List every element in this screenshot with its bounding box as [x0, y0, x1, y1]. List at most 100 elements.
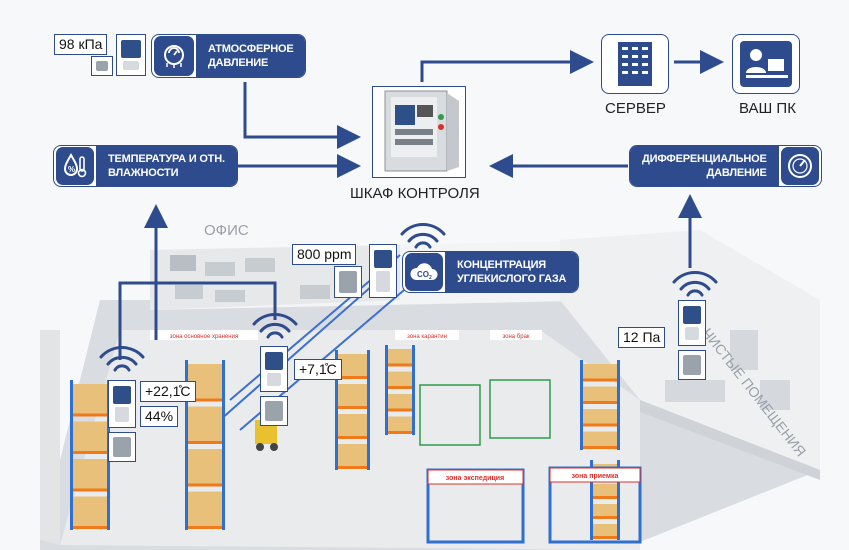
rack-beam	[185, 398, 225, 402]
temperature-text-2: ВЛАЖНОСТИ	[108, 167, 179, 179]
rack-box	[188, 491, 222, 526]
pressure-value: 98 кПа	[54, 34, 108, 55]
zone-storage-label: зона основное хранения	[170, 334, 238, 340]
rack-beam	[590, 516, 620, 519]
co2-device	[369, 244, 397, 298]
zone-expedition-label: зона экспедиция	[446, 475, 504, 482]
co2-symbol-text: CO	[417, 270, 429, 279]
co2-value: 800 ppm	[292, 244, 357, 265]
server-caption: СЕРВЕР	[605, 100, 666, 117]
rack-box	[338, 444, 367, 466]
storage-racks	[70, 345, 620, 540]
diff-pressure-text-1: ДИФФЕРЕНЦИАЛЬНОЕ	[642, 153, 767, 165]
rack-box	[338, 384, 367, 406]
co2-sensor-small	[334, 266, 362, 298]
rack-beam	[70, 413, 110, 417]
rack-beam	[335, 466, 370, 469]
temperature-text-1: ТЕМПЕРАТУРА И ОТН.	[108, 153, 225, 165]
cabinet-caption: ШКАФ КОНТРОЛЯ	[350, 185, 480, 202]
rack-post	[580, 360, 583, 450]
rack-box	[388, 371, 412, 386]
co2-subscript-text: 2	[429, 275, 432, 281]
rack-box	[188, 406, 222, 441]
rack-post	[335, 350, 338, 470]
control-cabinet	[372, 86, 466, 178]
atm-pressure-text-1: АТМОСФЕРНОЕ	[208, 43, 294, 55]
rack	[385, 345, 415, 435]
rack-beam	[185, 526, 225, 529]
co2-text-1: КОНЦЕНТРАЦИЯ	[457, 259, 547, 271]
rack-post	[617, 460, 620, 540]
pc-box	[732, 34, 800, 94]
zone-reject-label: зона брак	[502, 334, 529, 340]
atm-pressure-label: АТМОСФЕРНОЕ ДАВЛЕНИЕ	[151, 34, 307, 78]
rack-post	[185, 360, 188, 530]
sensor1-device	[108, 380, 136, 428]
pressure-sensor-small	[91, 56, 113, 76]
pc-caption: ВАШ ПК	[739, 100, 796, 117]
rack-beam	[70, 526, 110, 529]
rack-box	[188, 449, 222, 484]
rack-box	[73, 459, 107, 489]
temp2-value: +7,1̊С	[294, 359, 342, 380]
rack-post	[385, 345, 388, 435]
barometer-icon	[154, 36, 194, 76]
rack-box	[583, 386, 617, 401]
temp1-value: +22,1̊С	[140, 381, 196, 402]
temperature-humidity-icon: %	[56, 147, 94, 185]
zone-quarantine-label: зона карантин	[407, 334, 447, 340]
rack	[185, 360, 225, 530]
rack-box	[583, 409, 617, 424]
rack-box	[388, 349, 412, 364]
rack-beam	[580, 423, 620, 427]
rack-box	[388, 416, 412, 431]
rack	[335, 350, 370, 470]
rack-beam	[385, 363, 415, 367]
rack-beam	[335, 406, 370, 409]
office-caption: ОФИС	[204, 222, 249, 239]
sensor2-small	[260, 396, 288, 426]
rack-beam	[580, 446, 620, 449]
rack-box	[583, 364, 617, 379]
rack-post	[412, 345, 415, 435]
rack-beam	[185, 483, 225, 487]
rack-beam	[70, 488, 110, 492]
diff-pressure-text-2: ДАВЛЕНИЕ	[706, 167, 767, 179]
rack-post	[590, 460, 593, 540]
rack-post	[367, 350, 370, 470]
humidity1-value: 44%	[140, 406, 179, 427]
pressure-device	[116, 34, 146, 76]
sensor1-small	[108, 432, 136, 462]
rack-beam	[590, 496, 620, 499]
zone-receiving-label: зона приемка	[572, 473, 619, 480]
diff-pressure-value: 12 Па	[618, 327, 666, 348]
rack-box	[73, 421, 107, 451]
rack-box	[73, 384, 107, 414]
temperature-label: % ТЕМПЕРАТУРА И ОТН. ВЛАЖНОСТИ	[53, 145, 238, 187]
rack	[580, 360, 620, 450]
rack-beam	[385, 431, 415, 434]
co2-wireless-icon	[400, 223, 446, 249]
rack-beam	[580, 378, 620, 382]
server-box	[601, 34, 669, 94]
rack-beam	[335, 376, 370, 379]
pc-user-icon	[740, 41, 792, 87]
rack-beam	[580, 401, 620, 404]
rack-beam	[70, 451, 110, 454]
atm-pressure-text-2: ДАВЛЕНИЕ	[208, 57, 269, 69]
rack-box	[73, 496, 107, 526]
rack-post	[617, 360, 620, 450]
sensor1-wireless-icon	[99, 346, 145, 372]
diff-pressure-label: ДИФФЕРЕНЦИАЛЬНОЕ ДАВЛЕНИЕ	[629, 145, 822, 187]
rack-beam	[385, 408, 415, 412]
rack-beam	[590, 536, 620, 539]
sensor3-device	[678, 300, 706, 346]
sensor3-small	[678, 350, 706, 380]
rack-box	[593, 484, 617, 496]
rack-box	[593, 524, 617, 536]
rack-post	[222, 360, 225, 530]
rack-post	[70, 380, 73, 530]
rack-beam	[185, 441, 225, 444]
